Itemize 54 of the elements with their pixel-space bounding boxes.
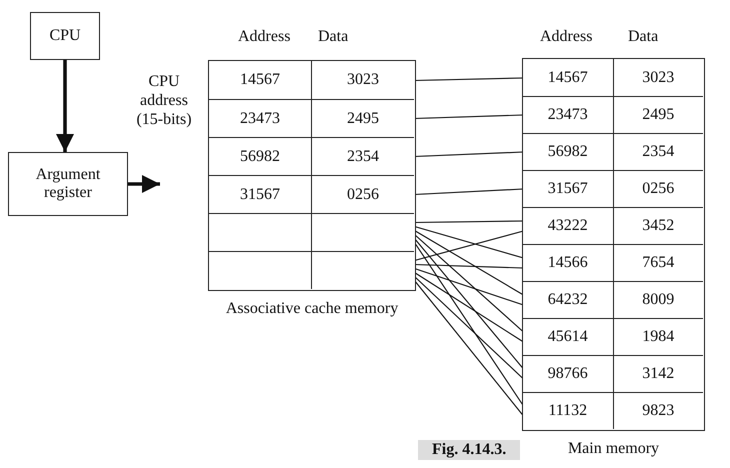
connector-line	[414, 234, 524, 332]
address-value: 23473	[546, 105, 589, 125]
column-header: Address	[540, 28, 592, 46]
memory-row	[209, 213, 414, 251]
data-value: 9823	[612, 393, 703, 429]
memory-row	[523, 244, 703, 281]
connector-line	[414, 272, 524, 342]
memory-row	[523, 355, 703, 392]
connector-line	[414, 114, 524, 120]
address-value: 98766	[546, 364, 589, 384]
address-value: 45614	[546, 327, 589, 347]
connector-line	[414, 226, 524, 259]
connector-line	[414, 242, 524, 406]
address-value: 31567	[239, 184, 281, 204]
connector-line	[414, 220, 524, 224]
connector-line	[414, 238, 524, 370]
connector-line	[414, 230, 524, 262]
memory-row	[523, 133, 703, 170]
column-header: Data	[318, 28, 348, 46]
address-value: 11132	[547, 401, 588, 421]
memory-row	[209, 137, 414, 175]
memory-row	[209, 175, 414, 213]
memory-row	[209, 99, 414, 137]
address-value: 14567	[239, 70, 281, 90]
memory-row	[523, 392, 703, 429]
connector-line	[414, 276, 524, 380]
connector-line	[414, 188, 524, 196]
address-value: 23473	[239, 108, 281, 128]
connector-line	[414, 268, 524, 306]
memory-row	[523, 207, 703, 244]
address-value: 43222	[546, 216, 589, 236]
memory-row	[523, 318, 703, 355]
arrow	[128, 175, 160, 193]
column-header: Data	[628, 28, 658, 46]
connector-line	[414, 77, 524, 82]
address-value: 14566	[546, 253, 589, 273]
memory-row	[209, 251, 414, 289]
connector-line	[414, 151, 524, 158]
memory-row	[523, 96, 703, 133]
address-value: 56982	[546, 142, 589, 162]
arrow	[56, 60, 74, 152]
memory-row	[523, 281, 703, 318]
address-value: 64232	[546, 290, 589, 310]
block-box: CPU	[30, 12, 100, 60]
connector-line	[414, 230, 524, 296]
block-box: Argument register	[8, 152, 128, 216]
figure-caption: Fig. 4.14.3.	[418, 440, 520, 460]
connector-line	[414, 280, 524, 416]
column-header: Address	[238, 28, 290, 46]
address-value: 31567	[546, 179, 589, 199]
address-value: 14567	[546, 68, 589, 88]
memory-row	[523, 170, 703, 207]
address-value: 56982	[239, 146, 281, 166]
connector-line	[414, 264, 524, 269]
